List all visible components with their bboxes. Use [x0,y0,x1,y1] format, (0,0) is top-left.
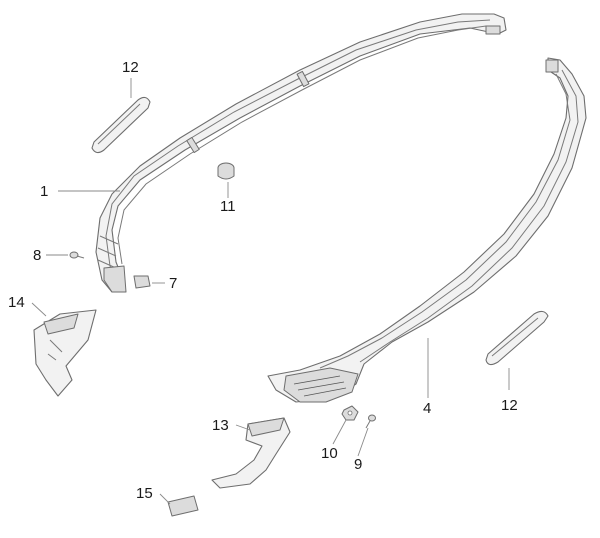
callout-4: 4 [423,400,431,417]
part-14-side-cover [33,309,97,397]
part-7-clip [133,275,151,289]
part-13-bracket [211,417,291,489]
callout-15: 15 [136,485,153,502]
part-1-left-trim [95,13,507,293]
leader-10 [332,419,347,445]
part-10-nut [341,405,359,421]
part-8-screw [69,251,85,259]
callout-9: 9 [354,456,362,473]
part-11-grommet [217,162,235,180]
part-9-screw [365,414,376,429]
part-12-pad-left [91,96,151,154]
callout-11: 11 [220,198,236,215]
callout-10: 10 [321,445,338,462]
part-12-pad-right [485,310,549,366]
leader-14 [31,302,47,317]
leader-13 [235,424,251,431]
callout-13: 13 [212,417,229,434]
callout-7: 7 [169,275,177,292]
leader-lines [31,78,510,505]
part-15-plate [167,495,199,517]
callout-labels: 1 4 7 8 9 10 11 12 12 13 14 15 [8,59,518,502]
callout-1: 1 [40,183,48,200]
callout-8: 8 [33,247,41,264]
part-4-right-trim [267,57,587,403]
callout-12-left: 12 [122,59,139,76]
leader-9 [357,427,369,457]
leader-15 [159,493,171,505]
callout-12-right: 12 [501,397,518,414]
callout-14: 14 [8,294,25,311]
